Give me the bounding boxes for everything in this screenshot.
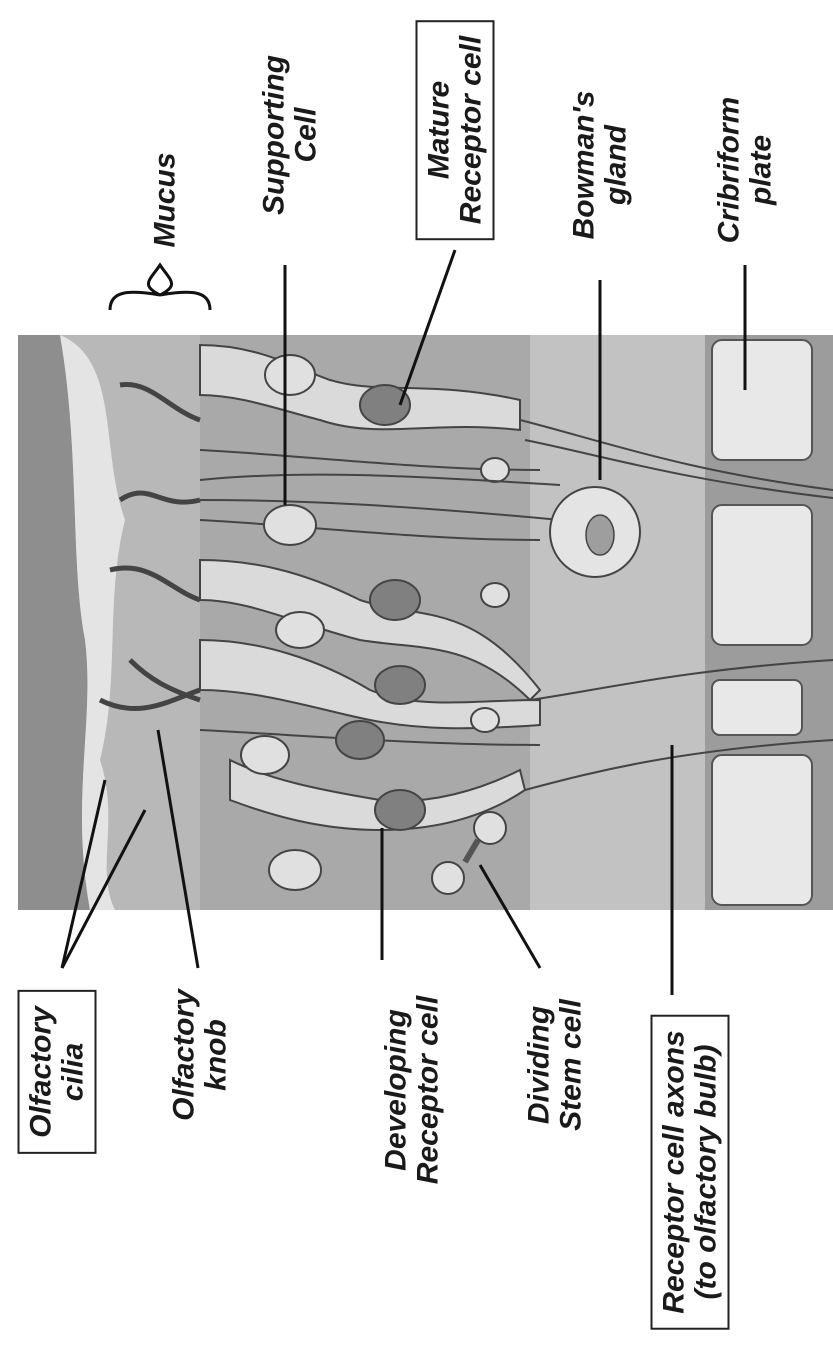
label-cribriform-plate: Cribriform plate — [714, 97, 777, 244]
bone-block — [712, 680, 802, 735]
label-supporting-cell-line1: Supporting — [259, 55, 291, 215]
label-mature-receptor-line2: Receptor cell — [455, 36, 487, 224]
label-bowmans-gland-line2: gland — [600, 91, 632, 240]
nucleus — [375, 790, 425, 830]
label-supporting-cell: Supporting Cell — [259, 55, 322, 215]
label-knob-line1: Olfactory — [169, 989, 201, 1121]
nucleus — [241, 736, 289, 774]
nucleus — [375, 666, 425, 704]
lamina-propria — [530, 335, 705, 910]
mucus-brace — [110, 265, 210, 310]
stem-cell — [432, 862, 464, 894]
label-olfactory-knob: Olfactory knob — [169, 989, 232, 1121]
label-cribriform-line2: plate — [745, 97, 777, 244]
label-axons-line2: (to olfactory bulb) — [690, 1030, 722, 1313]
label-cilia-line2: cilia — [57, 1006, 89, 1138]
label-dividing-line2: Stem cell — [555, 999, 587, 1131]
label-supporting-cell-line2: Cell — [290, 55, 322, 215]
label-cilia-line1: Olfactory — [26, 1006, 58, 1138]
bone-block — [712, 340, 812, 460]
nucleus — [471, 708, 499, 732]
label-bowmans-gland-line1: Bowman's — [569, 91, 601, 240]
label-dividing-line1: Dividing — [524, 999, 556, 1131]
nucleus — [360, 385, 410, 425]
nucleus — [481, 458, 509, 482]
label-axons-line1: Receptor cell axons — [659, 1030, 691, 1313]
label-cribriform-line1: Cribriform — [714, 97, 746, 244]
label-mature-receptor-cell: Mature Receptor cell — [416, 20, 495, 240]
nucleus — [370, 580, 420, 620]
label-developing-receptor-cell: Developing Receptor cell — [381, 996, 444, 1184]
nucleus — [264, 505, 316, 545]
label-developing-line1: Developing — [381, 996, 413, 1184]
label-bowmans-gland: Bowman's gland — [569, 91, 632, 240]
stem-cell — [474, 812, 506, 844]
nucleus — [269, 850, 321, 890]
bone-block — [712, 755, 812, 905]
label-dividing-stem-cell: Dividing Stem cell — [524, 999, 587, 1131]
label-mature-receptor-line1: Mature — [424, 36, 456, 224]
label-receptor-cell-axons: Receptor cell axons (to olfactory bulb) — [651, 1014, 730, 1329]
nucleus — [336, 721, 384, 759]
bone-block — [712, 505, 812, 645]
label-developing-line2: Receptor cell — [412, 996, 444, 1184]
label-olfactory-cilia: Olfactory cilia — [18, 990, 97, 1154]
label-knob-line2: knob — [200, 989, 232, 1121]
nucleus — [265, 355, 315, 395]
nucleus — [481, 583, 509, 607]
bowmans-gland-lumen — [586, 515, 614, 555]
label-mucus: Mucus — [149, 152, 181, 247]
label-mucus-text: Mucus — [149, 152, 181, 247]
nucleus — [276, 612, 324, 648]
